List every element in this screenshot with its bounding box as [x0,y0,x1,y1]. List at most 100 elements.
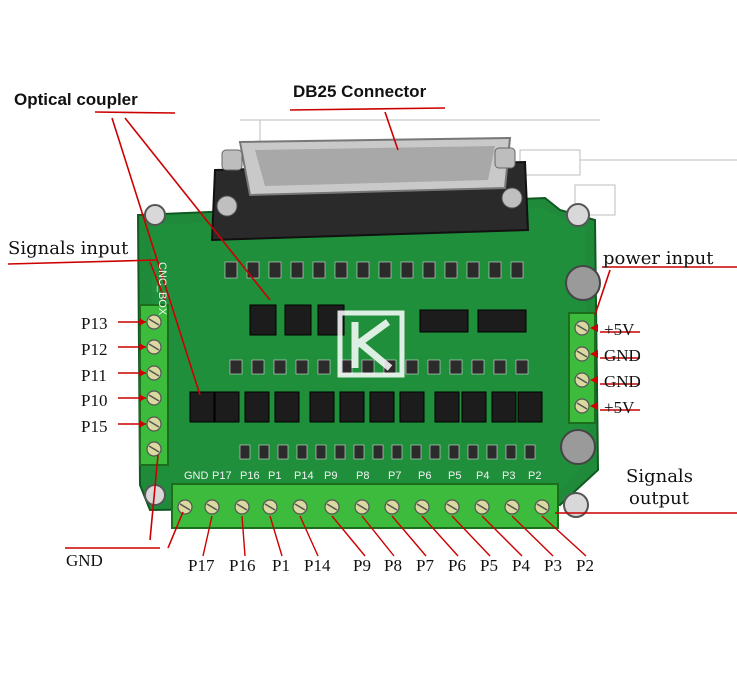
resistor [488,261,502,279]
resistor [524,444,536,460]
db25-connector-label: DB25 Connector [293,82,427,101]
signals-output-label-line1: Signals [626,466,693,487]
power-input-label: power input [603,248,714,269]
resistor [429,444,441,460]
silkscreen-pin: P2 [528,470,542,482]
resistor [448,444,460,460]
optocoupler-chip [189,391,215,423]
bottom-pin-label: P1 [272,556,290,575]
screw-slot [148,420,160,428]
screw-slot [416,503,428,511]
screw-slot [576,324,588,332]
resistor [410,444,422,460]
bottom-pin-arrow [331,515,366,557]
optocoupler-chip [399,391,425,423]
resistor [361,359,375,375]
resistor [334,444,346,460]
power-terminal-screws [574,320,590,414]
optocoupler-chip [309,391,335,423]
bottom-pin-label: P5 [480,556,498,575]
screw-slot [446,503,458,511]
db25-connector-body [210,136,530,242]
optocoupler-chip [461,391,487,423]
screw-slot [294,503,306,511]
bottom-pin-arrow [299,515,319,557]
screw-slot [148,445,160,453]
power-pin-label: GND [604,346,641,365]
resistor [239,444,251,460]
optocoupler-chip [491,391,517,423]
bottom-pin-label: P6 [448,556,466,575]
resistor [505,444,517,460]
silkscreen-pin: P6 [418,470,432,482]
bottom-pin-label: P8 [384,556,402,575]
resistor [405,359,419,375]
screw-slot [148,369,160,377]
screw-slot [148,318,160,326]
screw-slot [576,350,588,358]
resistor [400,261,414,279]
left-pin-label: P12 [81,340,108,359]
power-pin-label: +5V [604,398,635,417]
pin-arrows [118,318,640,557]
screw-slot [476,503,488,511]
silkscreen-pin: P1 [268,470,282,482]
arrowhead [590,350,598,358]
power-pin-label: GND [604,372,641,391]
screw-slot [576,402,588,410]
screw-slot [179,503,191,511]
arrowhead [590,376,598,384]
bottom-pin-arrow [421,515,459,557]
screw-slot [148,343,160,351]
bottom-pin-label: P9 [353,556,371,575]
silkscreen-pin: P17 [212,470,232,482]
left-terminal-screws [146,314,162,457]
ic-chip [477,309,527,333]
bottom-pin-arrow [541,515,587,557]
bottom-pin-label: P17 [188,556,215,575]
bottom-pin-label: P14 [304,556,331,575]
resistor [290,261,304,279]
resistor [427,359,441,375]
resistor [449,359,463,375]
bottom-pin-arrow [391,515,427,557]
left-pin-label: P11 [81,366,107,385]
screw-slot [536,503,548,511]
left-pin-label: P10 [81,391,108,410]
signals-output-label-line2: output [629,488,690,509]
resistor [493,359,507,375]
resistor [486,444,498,460]
bottom-pin-label: P16 [229,556,256,575]
screw-slot [506,503,518,511]
signals-input-label: Signals input [8,238,129,259]
resistor [229,359,243,375]
screw-slot [148,394,160,402]
arrowhead [139,343,146,351]
resistor [295,359,309,375]
silkscreen-pin: P5 [448,470,462,482]
left-terminal-block [139,304,169,466]
resistor [268,261,282,279]
resistor [273,359,287,375]
screw-slot [356,503,368,511]
arrowhead [590,324,598,332]
resistor [466,261,480,279]
resistor [391,444,403,460]
arrowhead [590,402,598,410]
optocoupler-chip [284,304,312,336]
bottom-pin-label: P3 [544,556,562,575]
optical-coupler-label: Optical coupler [14,90,138,109]
silkscreen-pin: P14 [294,470,314,482]
resistor [444,261,458,279]
optocoupler-chip [274,391,300,423]
optocoupler-chips [189,304,543,423]
resistor [515,359,529,375]
bottom-pin-label: P4 [512,556,530,575]
optocoupler-chip [434,391,460,423]
screw-slot [236,503,248,511]
bottom-pin-arrow [269,515,283,557]
bottom-pin-arrow [241,515,246,557]
optocoupler-chip [214,391,240,423]
